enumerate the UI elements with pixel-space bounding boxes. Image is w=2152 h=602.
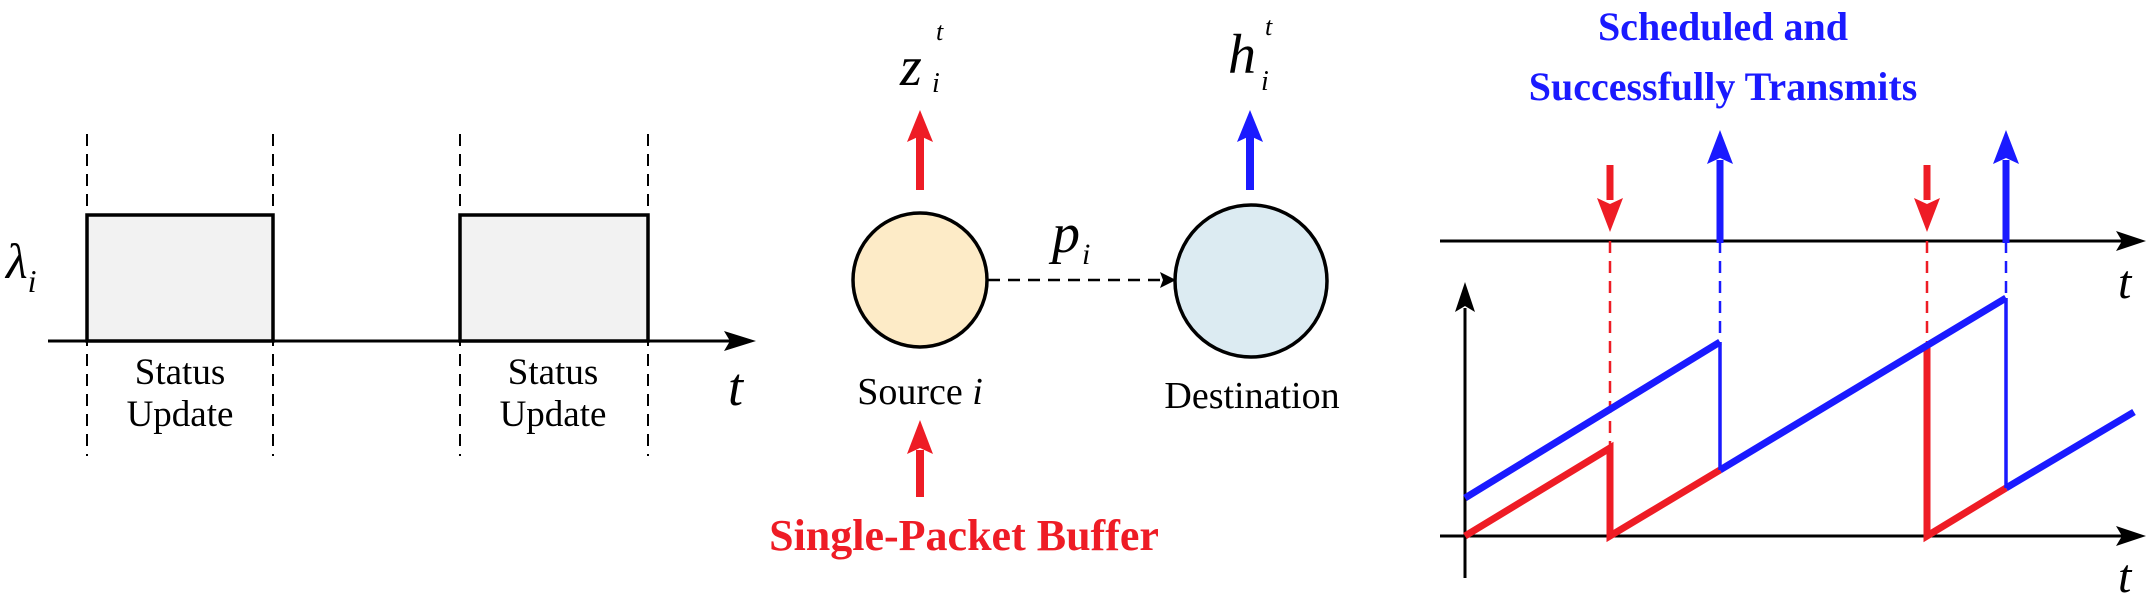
- arrival-arrow-2-head: [1914, 198, 1940, 232]
- arrival-arrow-1-head: [1597, 198, 1623, 232]
- destination-output-label: h: [1228, 24, 1256, 86]
- status-update-label-1-line2: Update: [127, 394, 234, 435]
- status-update-box-1: [85, 213, 275, 343]
- destination-node: [1173, 203, 1329, 359]
- event-time-axis-label: t: [2118, 256, 2133, 309]
- destination-output-sup: t: [1265, 12, 1273, 41]
- source-output-label: z: [899, 36, 922, 98]
- age-time-axis-arrowhead: [2116, 526, 2146, 546]
- link-model-panel: z t i h t i pi Source i Destination: [769, 12, 1340, 560]
- panel-title-line2: Successfully Transmits: [1529, 64, 1918, 109]
- source-label: Source i: [857, 371, 983, 413]
- source-age-curve: [1463, 441, 1722, 543]
- source-node: [851, 211, 989, 349]
- destination-output-arrowhead: [1237, 110, 1263, 142]
- destination-age-curve-3: [2004, 408, 2136, 492]
- buffer-input-arrowhead: [907, 420, 933, 454]
- delivery-arrow-2-head: [1993, 130, 2019, 164]
- status-update-box-2: [458, 213, 650, 343]
- time-axis-arrowhead: [724, 331, 756, 351]
- buffer-label: Single-Packet Buffer: [769, 511, 1159, 560]
- panel-title-line1: Scheduled and: [1598, 4, 1848, 49]
- arrival-process-panel: λi t Status Update Status Update: [4, 134, 756, 456]
- status-update-label-1-line1: Status: [135, 352, 225, 393]
- destination-label: Destination: [1164, 375, 1339, 417]
- age-evolution-panel: Scheduled and Successfully Transmits t t: [1440, 4, 2146, 602]
- status-update-label-2-line2: Update: [500, 394, 607, 435]
- destination-output-sub: i: [1261, 66, 1269, 97]
- event-time-axis-arrowhead: [2116, 231, 2146, 251]
- source-output-sup: t: [936, 17, 944, 46]
- age-value-axis-arrowhead: [1455, 282, 1475, 312]
- rate-label: λi: [4, 233, 37, 299]
- source-output-arrowhead: [907, 110, 933, 142]
- destination-age-curve: [1463, 339, 1722, 501]
- source-age-curve-tail: [1923, 345, 2008, 543]
- source-output-sub: i: [932, 68, 940, 99]
- delivery-arrow-1-head: [1707, 130, 1733, 164]
- age-time-axis-label: t: [2118, 550, 2133, 597]
- link-arrowhead: [1160, 272, 1176, 288]
- status-update-label-2-line1: Status: [508, 352, 598, 393]
- link-probability-label: pi: [1048, 203, 1090, 271]
- time-label: t: [728, 357, 745, 417]
- destination-age-curve-2: [1718, 295, 2008, 473]
